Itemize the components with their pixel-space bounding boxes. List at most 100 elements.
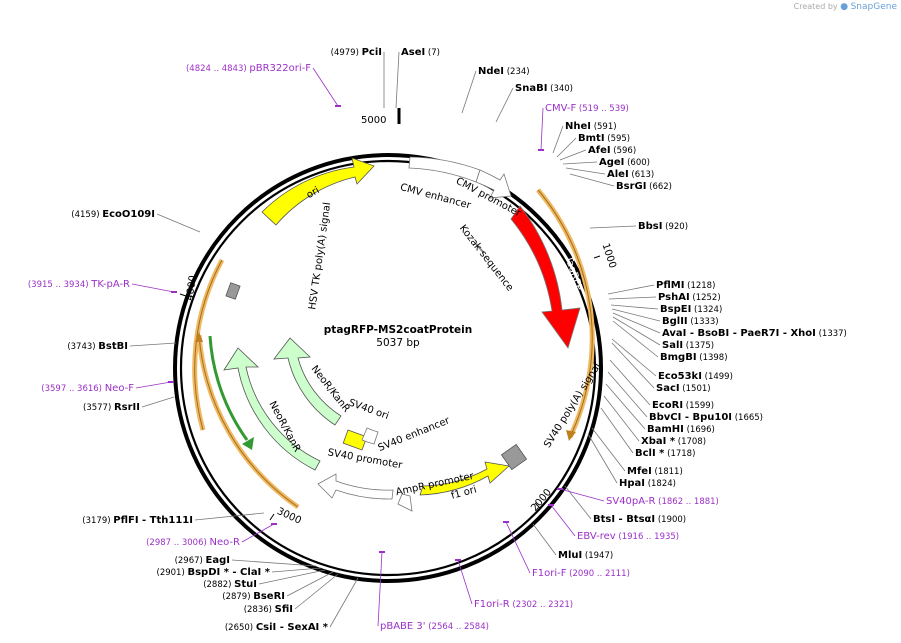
primer-6-label[interactable]: pBABE 3' (2564 .. 2584) — [380, 621, 489, 632]
enzyme-7-position: (600) — [624, 158, 650, 168]
plasmid-size: 5037 bp — [376, 337, 420, 349]
primer-2-position: (1862 .. 1881) — [655, 497, 718, 507]
enzyme-9-label[interactable]: BsrGI (662) — [616, 181, 672, 192]
enzyme-32-name: StuI — [234, 579, 257, 590]
enzyme-25-position: (1811) — [652, 467, 683, 477]
enzyme-34-position: (2967) — [175, 556, 206, 566]
enzyme-30-label[interactable]: (2836) SfiI — [244, 604, 293, 615]
enzyme-5-label[interactable]: BmtI (595) — [578, 133, 630, 144]
enzyme-23-label[interactable]: XbaI * (1708) — [641, 436, 706, 447]
enzyme-leader-3 — [495, 87, 514, 123]
enzyme-28-name: MluI — [558, 550, 582, 561]
primer-bands — [192, 188, 595, 510]
primer-leader-6 — [377, 551, 383, 627]
enzyme-13-label[interactable]: BspEI (1324) — [660, 304, 722, 315]
enzyme-0-name: PciI — [362, 47, 382, 58]
enzyme-20-label[interactable]: EcoRI (1599) — [652, 400, 714, 411]
center-title: ptagRFP-MS2coatProtein 5037 bp — [324, 324, 472, 349]
primer-1-label[interactable]: CMV-F (519 .. 539) — [545, 103, 629, 114]
feature-kozak-mark — [475, 243, 485, 254]
enzyme-leader-13 — [610, 304, 659, 310]
primer-0-label[interactable]: (4824 .. 4843) pBR322ori-F — [186, 63, 311, 74]
enzyme-36-label[interactable]: (3577) RsrII — [83, 402, 140, 413]
enzyme-22-label[interactable]: BamHI (1696) — [647, 424, 715, 435]
enzyme-0-label[interactable]: (4979) PciI — [331, 47, 382, 58]
enzyme-7-name: AgeI — [599, 157, 624, 168]
enzyme-11-label[interactable]: PflMI (1218) — [656, 280, 715, 291]
enzyme-38-position: (4159) — [71, 210, 102, 220]
feature-neor-outer-arrow — [223, 347, 321, 471]
enzyme-leader-26 — [587, 433, 618, 484]
enzyme-32-label[interactable]: (2882) StuI — [203, 579, 257, 590]
enzyme-32-position: (2882) — [203, 580, 234, 590]
enzyme-17-label[interactable]: BmgBI (1398) — [660, 352, 728, 363]
enzyme-35-label[interactable]: (3179) PflFI - Tth111I — [82, 515, 193, 526]
primer-band-neo-core — [198, 334, 299, 508]
enzyme-27-name: BtsI - BtsαI — [593, 514, 655, 525]
enzyme-34-label[interactable]: (2967) EagI — [175, 555, 230, 566]
primer-2-label[interactable]: SV40pA-R (1862 .. 1881) — [606, 496, 719, 507]
enzyme-28-label[interactable]: MluI (1947) — [558, 550, 613, 561]
enzyme-12-label[interactable]: PshAI (1252) — [658, 292, 721, 303]
enzyme-leader-11 — [607, 284, 655, 295]
enzyme-leader-29 — [329, 577, 359, 628]
enzyme-10-label[interactable]: BbsI (920) — [638, 221, 688, 232]
enzyme-15-label[interactable]: AvaI - BsoBI - PaeR7I - XhoI (1337) — [662, 328, 847, 339]
enzyme-27-label[interactable]: BtsI - BtsαI (1900) — [593, 514, 686, 525]
enzyme-14-label[interactable]: BglII (1333) — [662, 316, 719, 327]
enzyme-21-name: BbvCI - Bpu10I — [649, 412, 732, 423]
primer-4-label[interactable]: F1ori-F (2090 .. 2111) — [532, 568, 630, 579]
enzyme-5-name: BmtI — [578, 133, 605, 144]
feature-tagrfp-arrow — [510, 205, 581, 349]
enzyme-21-label[interactable]: BbvCI - Bpu10I (1665) — [649, 412, 763, 423]
enzyme-31-label[interactable]: (2879) BseRI — [222, 591, 285, 602]
primer-leader-4 — [505, 521, 531, 574]
enzyme-2-label[interactable]: NdeI (234) — [478, 66, 530, 77]
enzyme-7-label[interactable]: AgeI (600) — [599, 157, 650, 168]
primer-3-position: (1916 .. 1935) — [616, 532, 679, 542]
enzyme-25-label[interactable]: MfeI (1811) — [627, 466, 683, 477]
primer-5-label[interactable]: F1ori-R (2302 .. 2321) — [474, 599, 573, 610]
primer-3-label[interactable]: EBV-rev (1916 .. 1935) — [577, 531, 679, 542]
enzyme-33-position: (2901) — [157, 568, 188, 578]
primer-7-label[interactable]: (2987 .. 3006) Neo-R — [146, 537, 240, 548]
enzyme-19-label[interactable]: SacI (1501) — [656, 383, 711, 394]
primer-9-label[interactable]: (3915 .. 3934) TK-pA-R — [28, 279, 130, 290]
enzyme-leader-24 — [600, 407, 634, 454]
enzyme-6-label[interactable]: AfeI (596) — [588, 145, 636, 156]
enzyme-2-name: NdeI — [478, 66, 504, 77]
enzyme-9-position: (662) — [646, 182, 672, 192]
enzyme-37-label[interactable]: (3743) BstBI — [67, 341, 128, 352]
primer-8-label[interactable]: (3597 .. 3616) Neo-F — [41, 383, 134, 394]
enzyme-16-label[interactable]: SalI (1375) — [662, 340, 714, 351]
enzyme-leader-18 — [611, 338, 657, 377]
enzyme-1-label[interactable]: AseI (7) — [401, 47, 440, 58]
enzyme-4-label[interactable]: NheI (591) — [565, 121, 617, 132]
credit-brand: SnapGene — [850, 2, 897, 12]
enzyme-38-label[interactable]: (4159) EcoO109I — [71, 209, 155, 220]
annotation-labels: (4979) PciI AseI (7) NdeI (234) SnaBI (340)… — [28, 47, 847, 633]
enzyme-8-name: AleI — [607, 169, 629, 180]
primer-leader-5 — [457, 559, 473, 605]
enzyme-18-label[interactable]: Eco53kI (1499) — [658, 371, 733, 382]
label-sv40-ori: SV40 ori — [347, 397, 390, 422]
enzyme-12-position: (1252) — [690, 293, 721, 303]
enzyme-33-label[interactable]: (2901) BspDI * - ClaI * — [157, 567, 271, 578]
enzyme-24-label[interactable]: BclI * (1718) — [635, 448, 695, 459]
enzyme-leader-2 — [461, 70, 477, 114]
tick-mark-3000 — [269, 513, 275, 521]
enzyme-29-label[interactable]: (2650) CsiI - SexAI * — [225, 622, 329, 633]
enzyme-26-label[interactable]: HpaI (1824) — [619, 478, 676, 489]
enzyme-37-position: (3743) — [67, 342, 98, 352]
enzyme-3-label[interactable]: SnaBI (340) — [515, 83, 573, 94]
primer-6-position: (2564 .. 2584) — [426, 622, 489, 632]
credit-prefix: Created by — [793, 2, 838, 11]
enzyme-6-position: (596) — [611, 146, 637, 156]
primer-band-tk-core — [194, 259, 223, 431]
enzyme-8-label[interactable]: AleI (613) — [607, 169, 654, 180]
primer-5-position: (2302 .. 2321) — [510, 600, 573, 610]
feature-sv40-ori-box — [342, 429, 368, 451]
primer-5-name: F1ori-R — [474, 599, 510, 610]
enzyme-16-position: (1375) — [683, 341, 714, 351]
enzyme-leader-33 — [271, 567, 322, 573]
